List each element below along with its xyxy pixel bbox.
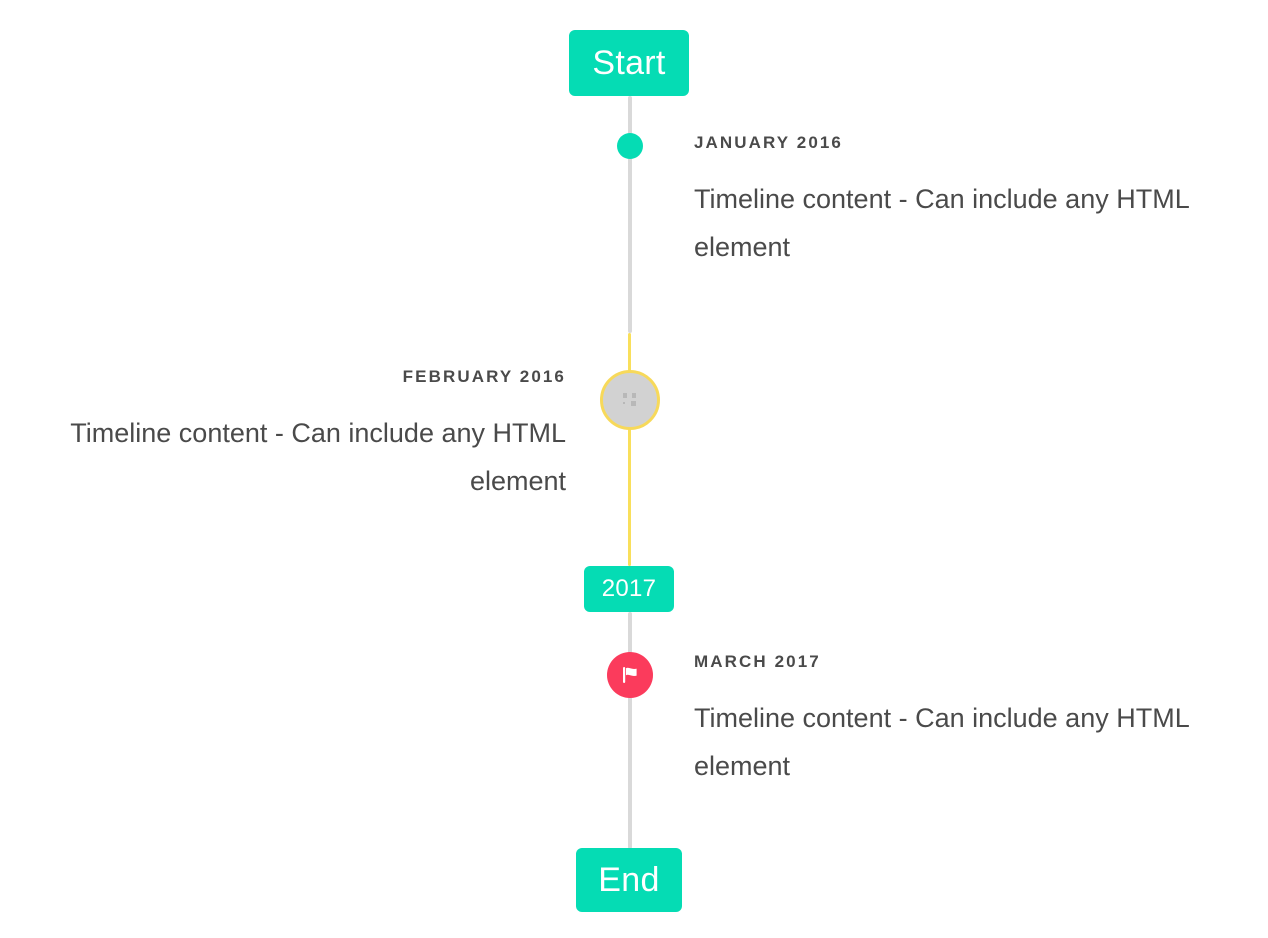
timeline-marker-ring-february[interactable] [600,370,660,430]
timeline-entry-body: Timeline content - Can include any HTML … [694,703,1189,781]
timeline-entry-body: Timeline content - Can include any HTML … [70,418,566,496]
broken-image-placeholder-icon [623,393,636,406]
timeline-rail-lower [628,612,632,849]
timeline-entry-january: JANUARY 2016 Timeline content - Can incl… [694,133,1234,271]
timeline-start-badge[interactable]: Start [569,30,689,96]
timeline-marker-flag-march[interactable] [607,652,653,698]
timeline-rail-highlight [628,333,631,566]
timeline-entry-date: FEBRUARY 2016 [402,367,566,386]
timeline-marker-dot-january[interactable] [617,133,643,159]
timeline-year-badge[interactable]: 2017 [584,566,674,612]
timeline-entry-date: MARCH 2017 [694,652,821,671]
timeline-rail-upper [628,96,632,333]
timeline-entry-march: MARCH 2017 Timeline content - Can includ… [694,652,1234,790]
timeline-entry-date: JANUARY 2016 [694,133,843,152]
timeline-entry-body: Timeline content - Can include any HTML … [694,184,1189,262]
timeline-entry-february: FEBRUARY 2016 Timeline content - Can inc… [34,367,566,505]
flag-icon [623,667,637,683]
timeline-end-badge[interactable]: End [576,848,682,912]
